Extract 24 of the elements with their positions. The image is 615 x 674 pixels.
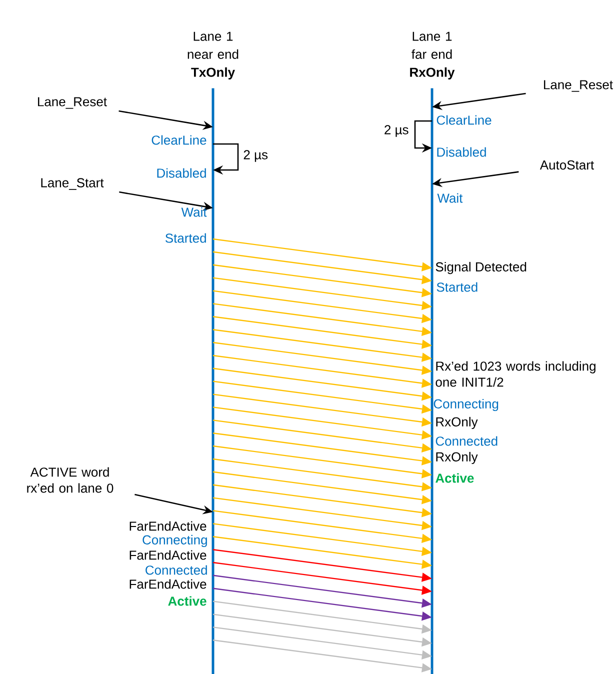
loop-arrow [213,143,239,175]
state-label: Disabled [437,147,486,157]
annotation-text: AutoStart [540,160,594,170]
state-label: FarEndActive [130,521,206,531]
state-label: FarEndActive [130,550,206,560]
node-label: Lane 1 far end RxOnly [410,32,455,80]
state-label: Started [165,233,206,243]
state-label: Rx’ed 1023 words including one INIT1/2 [436,361,596,387]
state-label: Connecting [142,534,207,548]
annotation-text: Lane_Reset [38,97,107,109]
state-label: Wait [437,193,463,203]
state-label: Active [168,596,206,606]
edge-label: 2 µs [384,125,408,137]
state-label: Wait [181,207,207,217]
annotation-text: Lane_Reset [544,80,613,92]
node-label: Lane 1 near end TxOnly [188,32,238,80]
edge-label: 2 µs [244,150,268,162]
state-label: Connected [146,565,207,575]
state-label: ClearLine [152,135,206,145]
state-label: ClearLine [436,115,492,125]
annotation-text: ACTIVE word rx’ed on lane 0 [27,467,114,493]
annotation-text: Lane_Start [41,178,104,190]
state-label: Connecting [434,398,498,412]
state-label: FarEndActive [130,579,206,589]
